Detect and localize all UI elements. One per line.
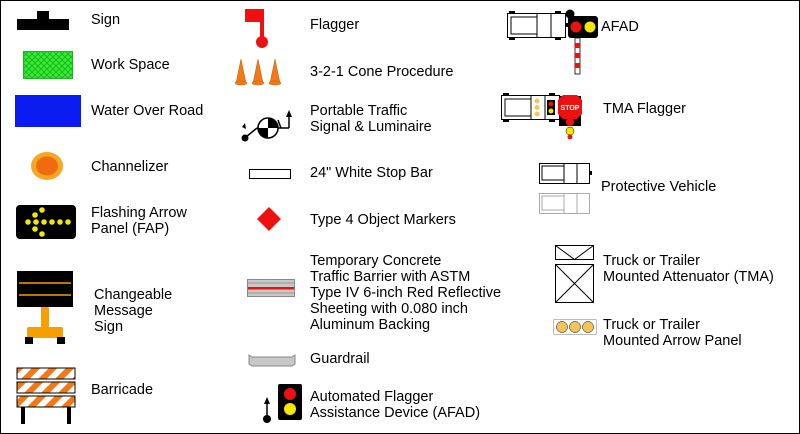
- portable-traffic-signal-icon: [241, 110, 292, 142]
- guardrail-icon: [248, 354, 296, 367]
- changeable-message-sign-icon: [17, 271, 73, 344]
- flashing-arrow-panel-icon: [16, 205, 76, 239]
- label-cone-procedure: 3-2-1 Cone Procedure: [310, 64, 454, 80]
- label-protective-vehicle: Protective Vehicle: [601, 179, 717, 195]
- label-barricade: Barricade: [91, 382, 154, 398]
- label-flagger: Flagger: [310, 17, 360, 33]
- concrete-barrier-icon: [247, 279, 295, 297]
- label-afad-vehicle: AFAD: [601, 19, 639, 35]
- water-over-road-icon: [15, 95, 81, 127]
- label-flashing-arrow-panel: Flashing Arrow Panel (FAP): [91, 205, 187, 237]
- mounted-arrow-panel-icon: [553, 319, 597, 335]
- label-work-space: Work Space: [91, 57, 170, 73]
- label-object-markers: Type 4 Object Markers: [310, 212, 456, 228]
- white-stop-bar-icon: [249, 169, 291, 179]
- label-water-over-road: Water Over Road: [91, 103, 204, 119]
- work-space-icon: [23, 51, 73, 79]
- label-white-stop-bar: 24" White Stop Bar: [310, 165, 433, 181]
- tma-flagger-icon: STOP: [501, 93, 582, 140]
- label-afad-device: Automated Flagger Assistance Device (AFA…: [310, 389, 481, 421]
- cone-procedure-icon: [234, 58, 282, 86]
- label-concrete-barrier: Temporary Concrete Traffic Barrier with …: [310, 253, 502, 333]
- label-channelizer: Channelizer: [91, 159, 169, 175]
- protective-vehicle-icon: [539, 163, 592, 214]
- flagger-icon: [245, 9, 268, 48]
- label-changeable-message-sign: Changeable Message Sign: [94, 287, 173, 335]
- tma-attenuator-icon: [555, 245, 594, 303]
- object-marker-icon: [257, 207, 281, 231]
- label-tma-attenuator: Truck or Trailer Mounted Attenuator (TMA…: [603, 253, 774, 285]
- channelizer-icon: [31, 152, 63, 180]
- label-portable-traffic-signal: Portable Traffic Signal & Luminaire: [310, 103, 432, 135]
- label-tma-flagger: TMA Flagger: [603, 101, 686, 117]
- barricade-icon: [16, 367, 76, 424]
- sign-icon: [17, 11, 69, 30]
- label-guardrail: Guardrail: [310, 351, 370, 367]
- label-mounted-arrow-panel: Truck or Trailer Mounted Arrow Panel: [603, 317, 742, 349]
- afad-vehicle-icon: [507, 9, 598, 75]
- label-sign: Sign: [91, 12, 121, 28]
- stop-sign-text: STOP: [561, 105, 580, 112]
- afad-device-icon: [263, 384, 302, 423]
